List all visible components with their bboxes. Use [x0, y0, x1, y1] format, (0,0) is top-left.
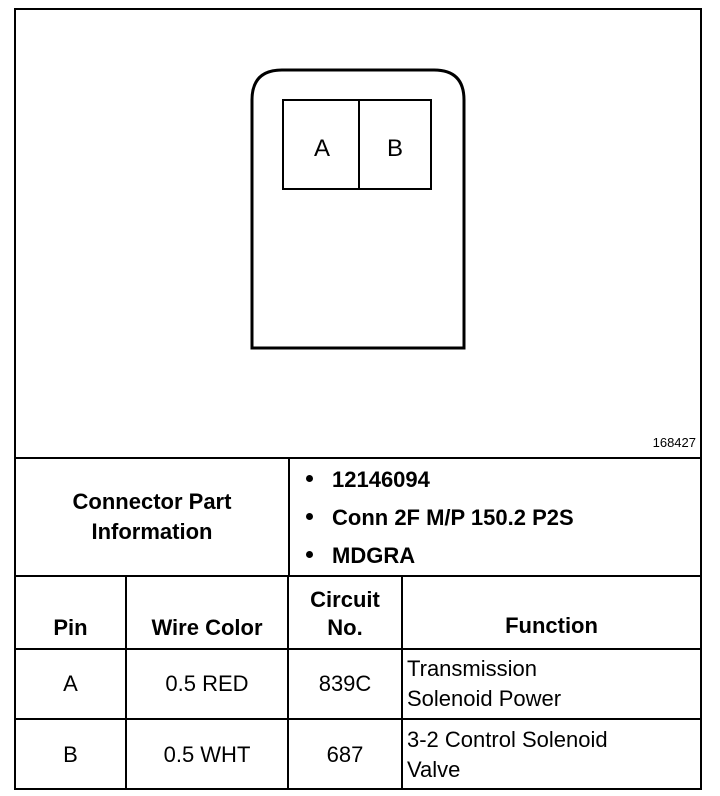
- connector-info-list: 12146094 Conn 2F M/P 150.2 P2S MDGRA: [290, 459, 700, 575]
- pin-table: Pin Wire Color Circuit No. Function A 0.…: [16, 577, 700, 789]
- divider: [16, 457, 700, 459]
- header-pin: Pin: [16, 577, 127, 650]
- function-cell: 3-2 Control Solenoid Valve: [401, 718, 700, 789]
- connector-info-label-line2: Information: [91, 519, 213, 544]
- connector-description: Conn 2F M/P 150.2 P2S: [332, 505, 574, 530]
- function-cell: Transmission Solenoid Power: [401, 648, 700, 720]
- connector-body: [250, 68, 466, 350]
- function-line2: Solenoid Power: [407, 686, 562, 711]
- function-line1: Transmission: [407, 656, 537, 681]
- header-circuit-line1: Circuit: [310, 587, 380, 612]
- connector-drawing: A B: [250, 68, 466, 350]
- connector-pinout-sheet: A B 168427 Connector Part Information 12…: [14, 8, 702, 790]
- connector-info-label-line1: Connector Part: [72, 489, 232, 514]
- wire-color-cell: 0.5 WHT: [125, 718, 289, 789]
- wire-color-cell: 0.5 RED: [125, 648, 289, 720]
- bullet-icon: [306, 475, 313, 482]
- cavity-label-a: A: [314, 135, 330, 162]
- divider: [288, 459, 290, 575]
- divider: [16, 575, 700, 577]
- part-number-item: 12146094: [306, 467, 430, 493]
- connector-info-label: Connector Part Information: [16, 459, 288, 575]
- cavity-box: [282, 99, 432, 190]
- header-function: Function: [401, 577, 700, 650]
- part-number: 12146094: [332, 467, 430, 492]
- bullet-icon: [306, 513, 313, 520]
- circuit-cell: 687: [287, 718, 403, 789]
- connector-face-diagram: A B 168427: [16, 10, 700, 457]
- header-circuit: Circuit No.: [287, 577, 403, 650]
- circuit-cell: 839C: [287, 648, 403, 720]
- header-wire-color: Wire Color: [125, 577, 289, 650]
- function-line2: Valve: [407, 756, 461, 782]
- header-circuit-line2: No.: [327, 615, 363, 640]
- table-row: A 0.5 RED 839C Transmission Solenoid Pow…: [16, 648, 700, 720]
- function-line1: 3-2 Control Solenoid: [407, 726, 608, 752]
- figure-number: 168427: [652, 435, 696, 450]
- table-row: B 0.5 WHT 687 3-2 Control Solenoid Valve: [16, 718, 700, 789]
- table-header-row: Pin Wire Color Circuit No. Function: [16, 577, 700, 650]
- cavity-label-b: B: [387, 135, 403, 162]
- connector-code: MDGRA: [332, 543, 416, 568]
- connector-code-item: MDGRA: [306, 543, 416, 569]
- pin-cell: A: [16, 648, 127, 720]
- connector-description-item: Conn 2F M/P 150.2 P2S: [306, 505, 574, 531]
- bullet-icon: [306, 551, 313, 558]
- connector-part-information: Connector Part Information 12146094 Conn…: [16, 459, 700, 575]
- pin-cell: B: [16, 718, 127, 789]
